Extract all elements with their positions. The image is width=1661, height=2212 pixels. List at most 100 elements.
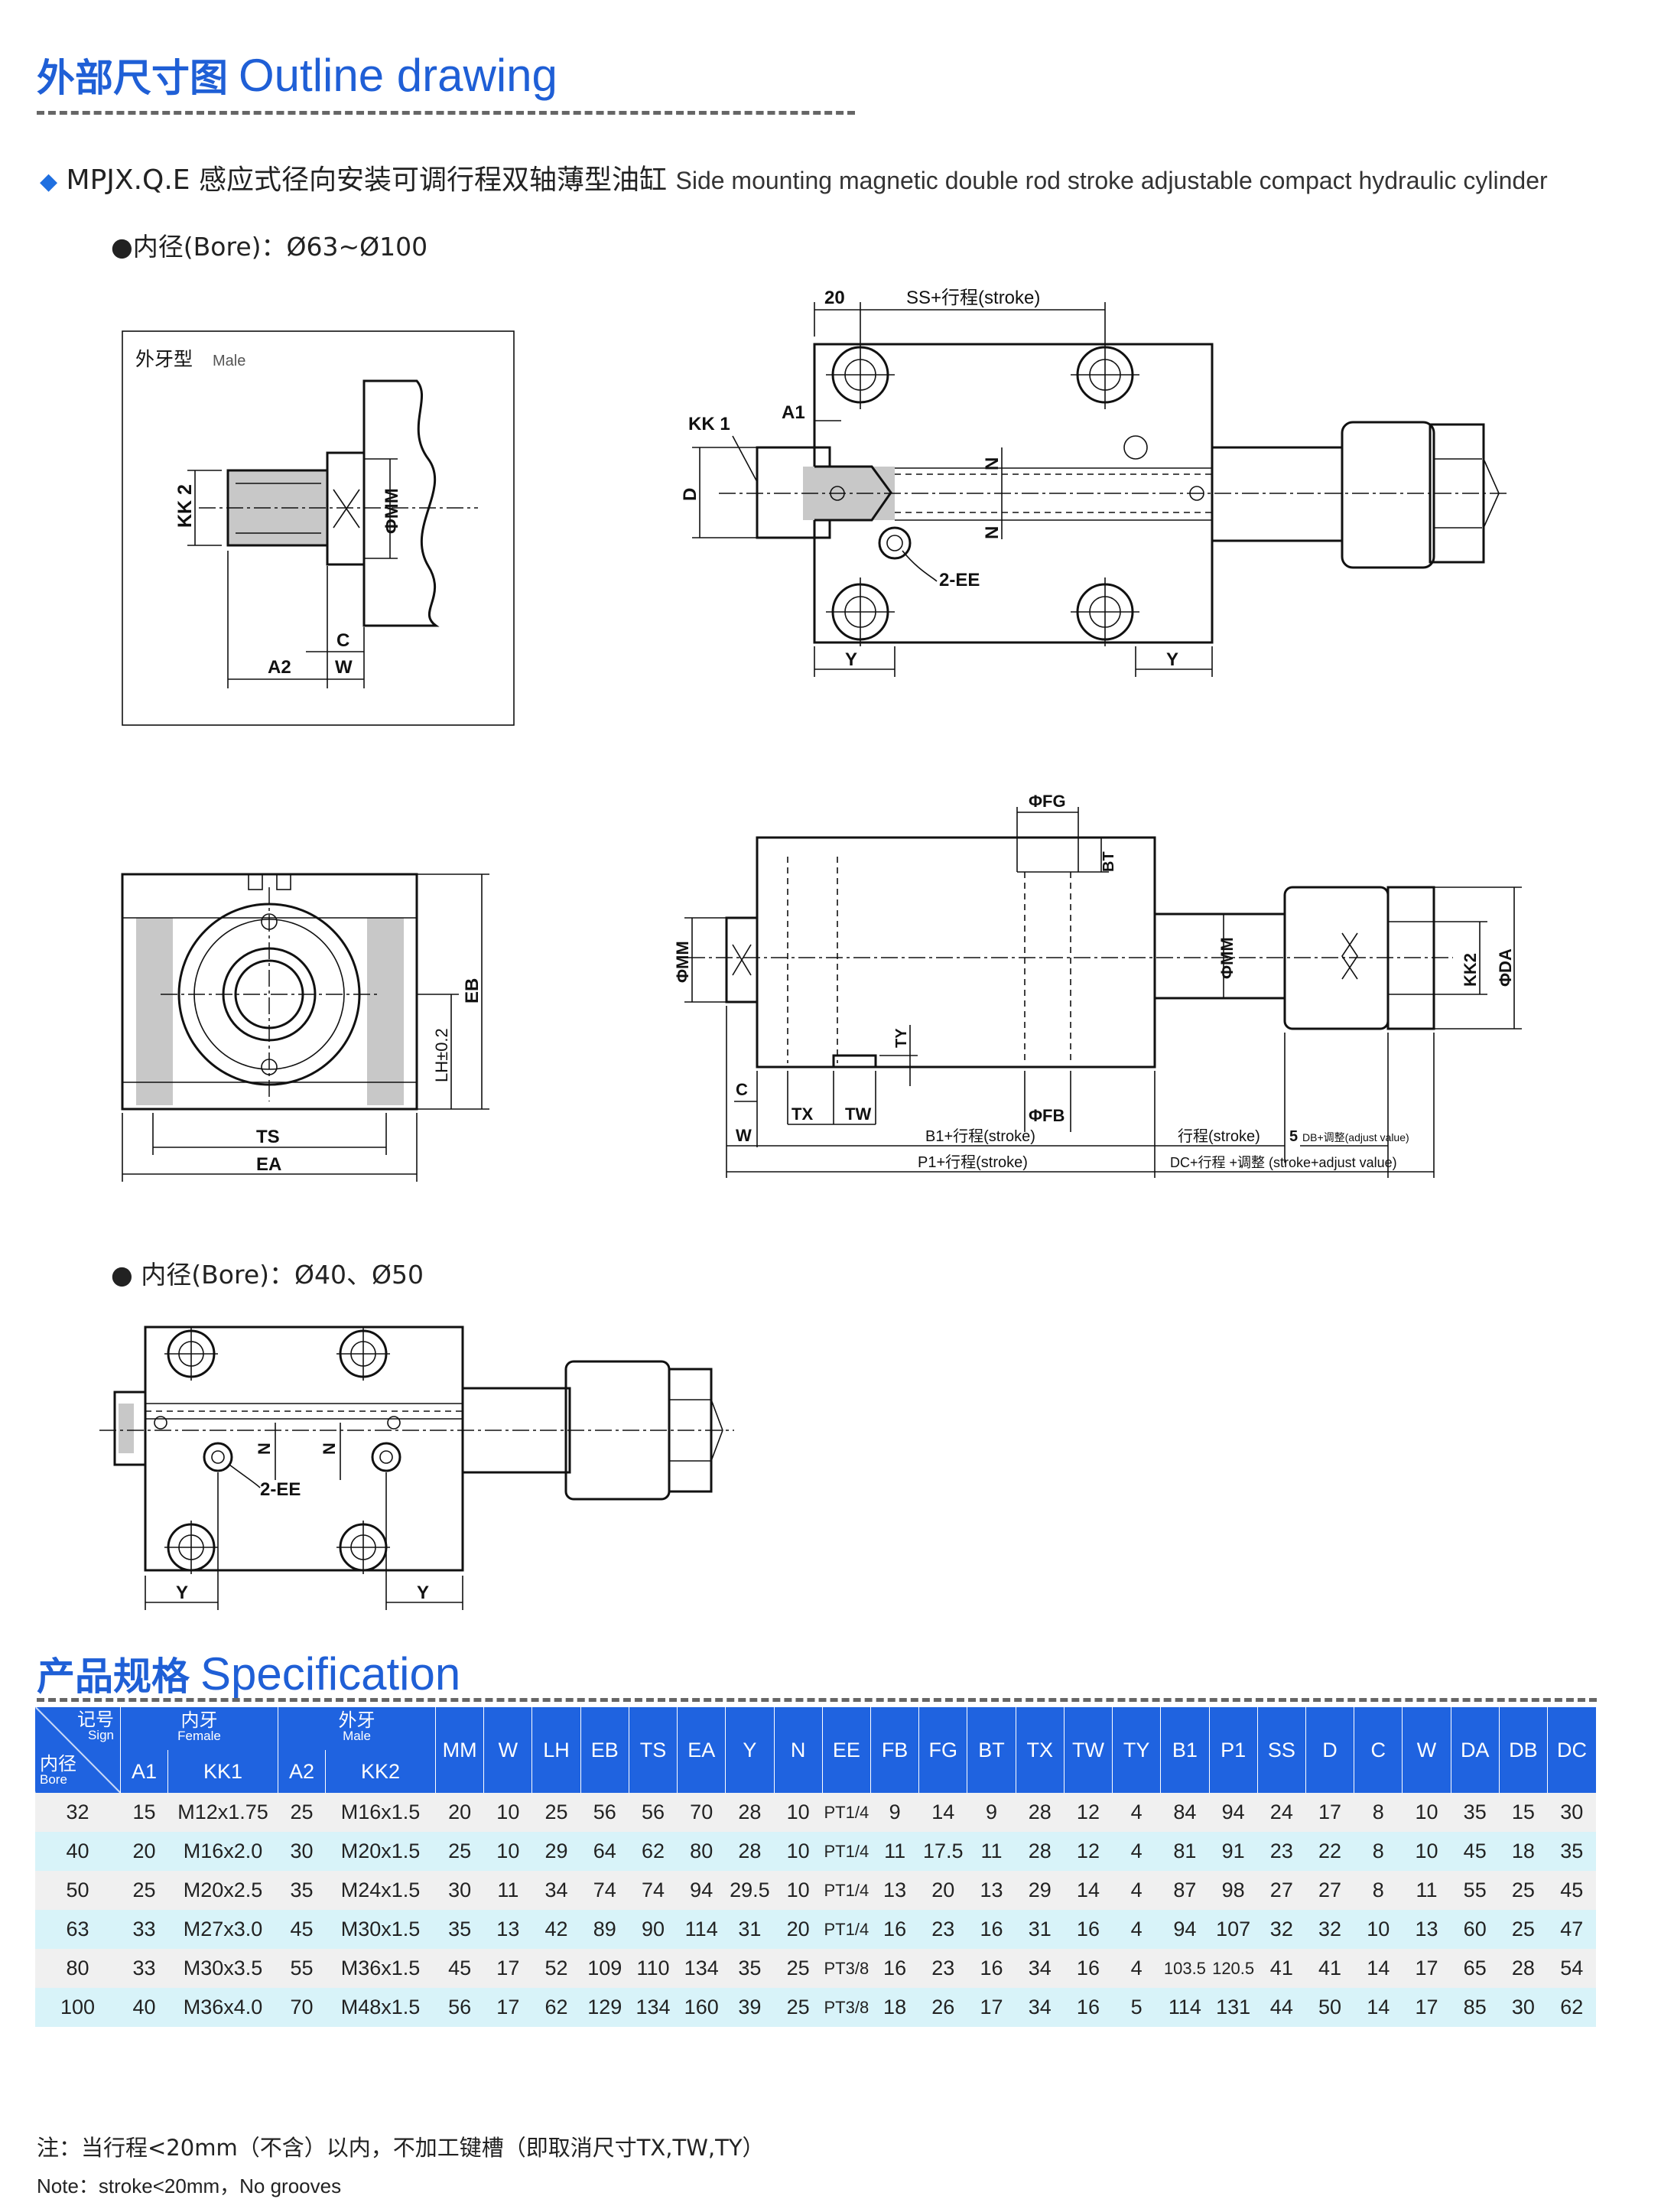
spec-cell: 10 [774, 1793, 823, 1832]
spec-cell: 131 [1209, 1988, 1258, 2027]
spec-cell: 80 [677, 1832, 726, 1871]
n-label-upper: N [982, 457, 1003, 470]
fg-label: ΦFG [1029, 792, 1066, 811]
spec-cell: M24x1.5 [325, 1871, 436, 1910]
note-en: Note：stroke<20mm，No grooves [37, 2175, 342, 2197]
spec-cell: 25 [1499, 1871, 1548, 1910]
spec-cell: 4 [1112, 1832, 1161, 1871]
outline-drawings: 外牙型 Male KK 2 ΦMM A2 W C [99, 288, 1522, 1610]
sub-header-kk1: KK1 [167, 1750, 278, 1793]
spec-cell: 34 [1016, 1949, 1065, 1988]
spec-cell: 16 [1064, 1949, 1113, 1988]
spec-cell: 23 [1257, 1832, 1306, 1871]
tx-label: TX [791, 1104, 813, 1124]
spec-cell: 25 [774, 1949, 823, 1988]
model-code: MPJX.Q.E [66, 164, 190, 196]
header-c-19: C [1354, 1707, 1403, 1793]
spec-cell: 74 [580, 1871, 629, 1910]
spec-cell: 28 [725, 1832, 775, 1871]
spec-cell: 65 [1451, 1949, 1500, 1988]
spec-cell: 8 [1354, 1793, 1403, 1832]
spec-cell: 134 [677, 1949, 726, 1988]
spec-cell: 16 [967, 1949, 1016, 1988]
tw-label: TW [845, 1104, 871, 1124]
spec-cell: 12 [1064, 1793, 1113, 1832]
bore-cell: 80 [34, 1949, 121, 1988]
spec-cell: 64 [580, 1832, 629, 1871]
header-bt-11: BT [967, 1707, 1016, 1793]
header-da-21: DA [1450, 1707, 1500, 1793]
spec-cell: M12x1.75 [167, 1793, 278, 1832]
spec-cell: 120.5 [1209, 1949, 1258, 1988]
header-n-7: N [773, 1707, 823, 1793]
spec-cell: 85 [1451, 1988, 1500, 2027]
spec-cell: 35 [278, 1871, 326, 1910]
header-w-20: W [1402, 1707, 1451, 1793]
spec-cell: 8 [1354, 1871, 1403, 1910]
spec-cell: 94 [677, 1871, 726, 1910]
lh-label: LH±0.2 [432, 1028, 451, 1082]
spec-cell: 20 [120, 1832, 168, 1871]
spec-cell: 27 [1257, 1871, 1306, 1910]
bore-cell: 100 [34, 1988, 121, 2027]
spec-cell: 32 [1257, 1910, 1306, 1949]
ss-stroke-label: SS+行程(stroke) [906, 288, 1040, 308]
spec-cell: 33 [120, 1949, 168, 1988]
spec-cell: 25 [435, 1832, 484, 1871]
small-y-label-left: Y [176, 1583, 188, 1603]
female-en: Female [177, 1729, 221, 1743]
spec-cell: 25 [1499, 1910, 1548, 1949]
top-view-large: 20 SS+行程(stroke) A1 KK 1 D N N 2-EE Y Y [680, 288, 1510, 677]
spec-cell: 70 [278, 1988, 326, 2027]
spec-cell: 17 [1402, 1988, 1451, 2027]
outline-title-en: Outline drawing [239, 50, 557, 101]
header-eb-3: EB [580, 1707, 629, 1793]
spec-cell: PT1/4 [822, 1793, 871, 1832]
spec-cell: 55 [278, 1949, 326, 1988]
spec-cell: 17 [967, 1988, 1016, 2027]
a1-label: A1 [782, 402, 805, 423]
spec-cell: 56 [580, 1793, 629, 1832]
spec-cell: 39 [725, 1988, 775, 2027]
spec-cell: 25 [531, 1793, 581, 1832]
rod-mm-label: ΦMM [1217, 937, 1237, 979]
header-fg-10: FG [918, 1707, 967, 1793]
spec-cell: 90 [629, 1910, 678, 1949]
bore-large-text: 内径(Bore)：Ø63~Ø100 [132, 232, 428, 262]
kk2b-label: KK2 [1461, 953, 1480, 987]
spec-cell: M48x1.5 [325, 1988, 436, 2027]
spec-cell: 40 [120, 1988, 168, 2027]
spec-cell: PT1/4 [822, 1871, 871, 1910]
header-lh-2: LH [531, 1707, 581, 1793]
header-ty-14: TY [1112, 1707, 1161, 1793]
spec-cell: 8 [1354, 1832, 1403, 1871]
spec-cell: 29 [531, 1832, 581, 1871]
spec-cell: 114 [1160, 1988, 1209, 2027]
spec-cell: 70 [677, 1793, 726, 1832]
spec-cell: 55 [1451, 1871, 1500, 1910]
spec-cell: 10 [483, 1793, 532, 1832]
spec-cell: 4 [1112, 1793, 1161, 1832]
side-w-label: W [736, 1126, 752, 1145]
spec-cell: 11 [483, 1871, 532, 1910]
spec-cell: PT1/4 [822, 1832, 871, 1871]
spec-cell: 16 [967, 1910, 1016, 1949]
spec-cell: 16 [870, 1910, 919, 1949]
spec-cell: 11 [1402, 1871, 1451, 1910]
spec-cell: 30 [1499, 1988, 1548, 2027]
spec-cell: 94 [1160, 1910, 1209, 1949]
header-b1-15: B1 [1160, 1707, 1209, 1793]
spec-cell: M30x3.5 [167, 1949, 278, 1988]
dc-label: DC+行程 +调整 (stroke+adjust value) [1170, 1155, 1397, 1170]
spec-cell: 4 [1112, 1910, 1161, 1949]
spec-cell: 45 [1451, 1832, 1500, 1871]
ea-label: EA [256, 1154, 281, 1175]
spec-cell: 94 [1209, 1793, 1258, 1832]
spec-cell: PT3/8 [822, 1949, 871, 1988]
